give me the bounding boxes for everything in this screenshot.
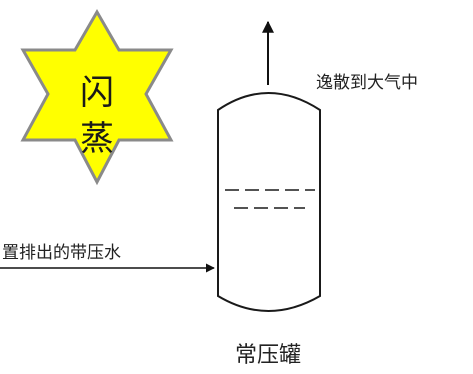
inlet-label: 置排出的带压水 <box>2 243 121 263</box>
flash-star: 闪 蒸 <box>20 9 174 186</box>
tank-label: 常压罐 <box>235 343 301 368</box>
tank-body <box>217 92 321 312</box>
vent-label: 逸散到大气中 <box>316 73 418 93</box>
atmospheric-tank <box>217 92 321 312</box>
star-text-top: 闪 <box>80 73 114 113</box>
star-shape <box>20 9 174 186</box>
star-text-bottom: 蒸 <box>80 119 114 159</box>
